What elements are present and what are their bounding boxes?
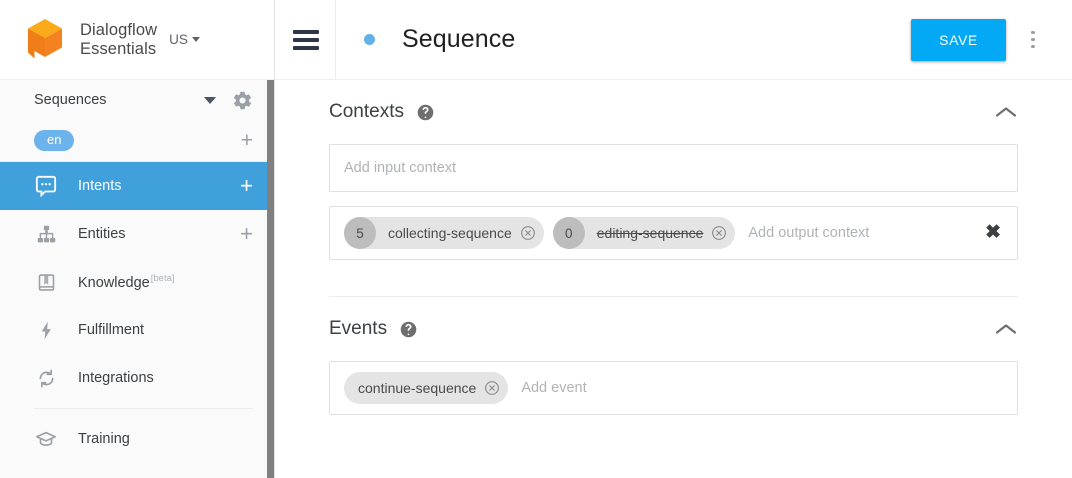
- input-context-field[interactable]: Add input context: [329, 144, 1018, 192]
- output-context-placeholder: Add output context: [748, 225, 870, 241]
- section-divider: [329, 296, 1018, 297]
- sidebar-item-label: Training: [78, 431, 130, 447]
- sidebar-scrollbar-thumb[interactable]: [267, 80, 274, 478]
- event-chip[interactable]: continue-sequence: [344, 372, 509, 404]
- hamburger-menu-icon[interactable]: [275, 29, 335, 50]
- chip-label: continue-sequence: [358, 380, 477, 396]
- chip-lifespan-badge[interactable]: 5: [344, 217, 376, 249]
- add-intent-plus-icon[interactable]: +: [240, 173, 253, 198]
- brand-line-1: Dialogflow: [80, 20, 158, 39]
- sidebar-nav: Intents + Entities +: [0, 162, 275, 463]
- toolbar-divider: [335, 0, 336, 80]
- caret-down-icon: [191, 37, 200, 42]
- output-context-field[interactable]: 5 collecting-sequence 0 editing-sequence: [329, 206, 1018, 260]
- region-label: US: [169, 32, 188, 47]
- sidebar-item-label: Fulfillment: [78, 322, 145, 338]
- book-icon: [34, 272, 58, 293]
- title-area: Sequence: [336, 25, 911, 54]
- output-context-chip[interactable]: 0 editing-sequence: [552, 217, 736, 249]
- contexts-header: Contexts: [329, 80, 1018, 144]
- more-vertical-icon[interactable]: [1012, 30, 1054, 49]
- beta-badge: [beta]: [150, 273, 175, 285]
- graduation-cap-icon: [34, 428, 58, 450]
- contexts-section: Contexts Add input: [329, 80, 1018, 297]
- dialogflow-cube-logo: [24, 17, 68, 63]
- agent-name: Sequences: [34, 92, 107, 108]
- input-context-placeholder: Add input context: [344, 160, 457, 176]
- sidebar-item-knowledge[interactable]: Knowledge[beta]: [0, 258, 275, 306]
- gear-icon[interactable]: [232, 90, 253, 111]
- spacer: [329, 192, 1018, 206]
- sidebar-item-integrations[interactable]: Integrations: [0, 354, 275, 402]
- left-sidebar: Dialogflow Essentials US Sequences en +: [0, 0, 275, 478]
- chevron-up-icon[interactable]: [994, 322, 1018, 336]
- status-dot-icon: [364, 34, 375, 45]
- brand-header: Dialogflow Essentials US: [0, 0, 275, 80]
- language-row: en +: [0, 120, 275, 162]
- add-language-plus-icon[interactable]: +: [240, 128, 253, 152]
- events-header: Events: [329, 297, 1018, 361]
- events-placeholder: Add event: [521, 380, 587, 396]
- sidebar-item-intents[interactable]: Intents +: [0, 162, 275, 210]
- sidebar-item-label: Intents: [78, 178, 122, 194]
- caret-down-icon[interactable]: [204, 96, 216, 104]
- contexts-title: Contexts: [329, 101, 404, 122]
- chip-lifespan-badge[interactable]: 0: [552, 217, 585, 249]
- events-title: Events: [329, 318, 388, 339]
- sidebar-edge: [274, 0, 275, 478]
- remove-circle-icon[interactable]: [484, 380, 500, 396]
- sidebar-item-entities[interactable]: Entities +: [0, 210, 275, 258]
- sync-arrows-icon: [34, 368, 58, 389]
- agent-selector-row[interactable]: Sequences: [0, 80, 275, 120]
- save-button[interactable]: SAVE: [911, 18, 1006, 61]
- sidebar-item-fulfillment[interactable]: Fulfillment: [0, 306, 275, 354]
- sidebar-item-label: Integrations: [78, 370, 154, 386]
- page-title: Sequence: [402, 25, 516, 53]
- events-section: Events: [329, 297, 1018, 415]
- sidebar-item-training[interactable]: Training: [0, 415, 275, 463]
- region-selector[interactable]: US: [169, 32, 200, 47]
- remove-circle-icon[interactable]: [711, 225, 727, 241]
- brand-line-2: Essentials: [80, 39, 157, 58]
- language-chip-en[interactable]: en: [34, 130, 75, 151]
- intent-editor-content: Contexts Add input: [275, 80, 1072, 478]
- help-circle-icon[interactable]: [417, 104, 434, 121]
- remove-circle-icon[interactable]: [520, 225, 536, 241]
- sidebar-divider: [34, 408, 253, 409]
- output-context-chip[interactable]: 5 collecting-sequence: [344, 217, 544, 249]
- help-circle-icon[interactable]: [400, 321, 417, 338]
- brand-title: Dialogflow Essentials: [80, 21, 157, 59]
- sidebar-item-label: Knowledge[beta]: [78, 273, 253, 291]
- knowledge-text: Knowledge: [78, 274, 150, 291]
- add-entity-plus-icon[interactable]: +: [240, 221, 253, 246]
- events-field[interactable]: continue-sequence Add event: [329, 361, 1018, 415]
- sidebar-item-label: Entities: [78, 226, 126, 242]
- close-x-icon[interactable]: ✖: [985, 222, 1001, 243]
- chat-bubble-icon: [34, 175, 58, 197]
- main-panel: Sequence SAVE Contexts: [275, 0, 1072, 478]
- lightning-bolt-icon: [34, 320, 58, 341]
- chip-label: editing-sequence: [596, 225, 704, 241]
- top-toolbar: Sequence SAVE: [275, 0, 1072, 80]
- chevron-up-icon[interactable]: [994, 105, 1018, 119]
- hierarchy-icon: [34, 224, 58, 245]
- chip-label: collecting-sequence: [388, 225, 512, 241]
